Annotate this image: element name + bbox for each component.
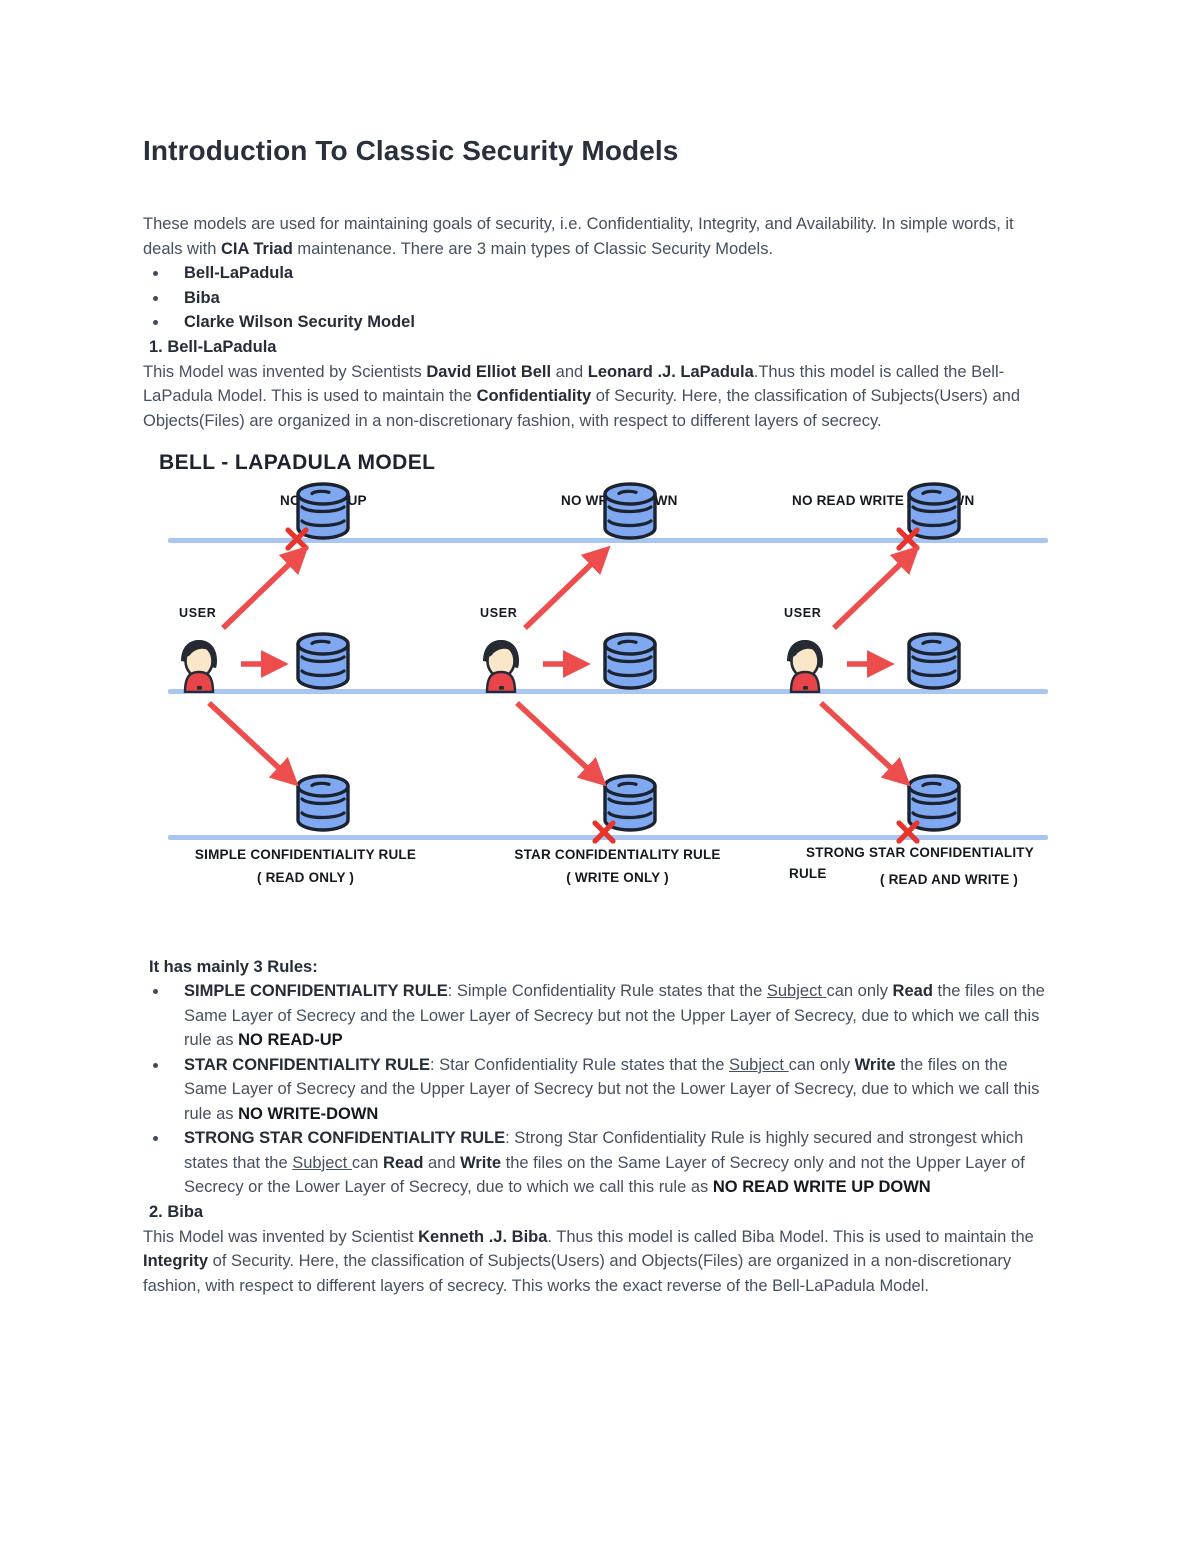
user-icon-col1 bbox=[171, 631, 227, 693]
rule-0-u1: Subject bbox=[766, 982, 827, 1000]
rule-0-t3: the files on the Same Layer of Secrecy a… bbox=[184, 982, 1045, 1049]
database-icon-lower-col3 bbox=[905, 773, 963, 833]
model-name-1: Biba bbox=[184, 288, 220, 307]
bell-lapadula-paragraph: This Model was invented by Scientists Da… bbox=[143, 360, 1048, 434]
database-icon-lower-col2 bbox=[601, 773, 659, 833]
diagram-bottom-label-2-line2: ( READ AND WRITE ) bbox=[879, 872, 1019, 887]
list-item: Bell-LaPadula bbox=[143, 261, 1048, 286]
document-content: Introduction To Classic Security Models … bbox=[143, 134, 1048, 1298]
bl-bold-confidentiality: Confidentiality bbox=[476, 387, 592, 405]
bl-text-2: and bbox=[551, 362, 588, 381]
user-label-col3: USER bbox=[784, 606, 822, 620]
diagram-bottom-label-0-line2: ( READ ONLY ) bbox=[256, 870, 355, 885]
arrow-down-col1 bbox=[205, 699, 315, 794]
database-icon-lower-col1 bbox=[294, 773, 352, 833]
rule-1-b1: Write bbox=[854, 1055, 896, 1074]
biba-text-2: . Thus this model is called Biba Model. … bbox=[547, 1227, 1034, 1246]
diagram-bottom-label-2-rule: RULE bbox=[789, 866, 827, 881]
rule-0-caps: NO READ-UP bbox=[238, 1031, 343, 1049]
arrow-right-col2 bbox=[541, 650, 601, 678]
arrow-up-col3 bbox=[829, 543, 939, 633]
arrow-right-col1 bbox=[239, 650, 299, 678]
rule-0-name: SIMPLE CONFIDENTIALITY RULE bbox=[184, 982, 448, 1000]
list-item: Biba bbox=[143, 286, 1048, 311]
list-item: STRONG STAR CONFIDENTIALITY RULE: Strong… bbox=[143, 1126, 1048, 1200]
intro-paragraph: These models are used for maintaining go… bbox=[143, 212, 1048, 261]
biba-text-1: This Model was invented by Scientist bbox=[143, 1227, 419, 1246]
bl-bold-bell: David Elliot Bell bbox=[426, 362, 552, 381]
bl-text-3: .Thus this model is called the Bell-LaPa… bbox=[143, 362, 1005, 406]
diagram-bottom-label-1-line1: STAR CONFIDENTIALITY RULE bbox=[514, 847, 721, 862]
rule-1-caps: NO WRITE-DOWN bbox=[238, 1104, 379, 1123]
rule-1-t2: can only bbox=[788, 1055, 855, 1074]
rules-heading: It has mainly 3 Rules: bbox=[149, 958, 318, 976]
rule-2-caps: NO READ WRITE UP DOWN bbox=[712, 1178, 931, 1196]
rule-2-b2: Write bbox=[460, 1153, 502, 1172]
diagram-bottom-label-1-line2: ( WRITE ONLY ) bbox=[566, 870, 669, 885]
list-item: STAR CONFIDENTIALITY RULE: Star Confiden… bbox=[143, 1053, 1048, 1127]
database-icon-middle-col2 bbox=[601, 631, 659, 691]
rule-2-t1: : Strong Star Confidentiality Rule is hi… bbox=[184, 1129, 1024, 1172]
user-icon-col2 bbox=[473, 631, 529, 693]
arrow-right-col3 bbox=[845, 650, 905, 678]
rule-2-name: STRONG STAR CONFIDENTIALITY RULE bbox=[184, 1129, 506, 1147]
user-label-col1: USER bbox=[179, 606, 217, 620]
section-heading-bell-lapadula: 1. Bell-LaPadula bbox=[149, 337, 277, 356]
rules-section: It has mainly 3 Rules: SIMPLE CONFIDENTI… bbox=[143, 955, 1048, 1200]
intro-text-1: These models are used for maintaining go… bbox=[143, 215, 1014, 258]
diagram-bottom-label-2-line1: STRONG STAR CONFIDENTIALITY bbox=[806, 845, 1034, 860]
rule-1-u1: Subject bbox=[728, 1055, 789, 1074]
bl-text-4: of Security. Here, the classification of… bbox=[143, 387, 1021, 430]
layer-line-upper bbox=[168, 538, 1048, 543]
user-icon-col3 bbox=[777, 631, 833, 693]
arrow-down-col2 bbox=[513, 699, 623, 794]
intro-bold-cia: CIA Triad bbox=[220, 239, 293, 258]
rule-0-t2: can only bbox=[826, 982, 893, 1000]
rule-2-t2: can bbox=[351, 1153, 384, 1172]
arrow-up-col1 bbox=[218, 543, 328, 633]
rule-2-u1: Subject bbox=[292, 1153, 352, 1172]
rule-0-t1: : Simple Confidentiality Rule states tha… bbox=[447, 982, 767, 1000]
list-item: SIMPLE CONFIDENTIALITY RULE: Simple Conf… bbox=[143, 979, 1048, 1053]
intro-text-2: maintenance. There are 3 main types of C… bbox=[292, 239, 774, 258]
rule-2-b1: Read bbox=[383, 1153, 424, 1172]
rule-2-t2b: and bbox=[423, 1153, 461, 1172]
diagram-bottom-label-0-line1: SIMPLE CONFIDENTIALITY RULE bbox=[194, 847, 417, 862]
x-mark-lower-col3 bbox=[895, 819, 921, 845]
model-name-0: Bell-LaPadula bbox=[184, 264, 294, 282]
database-icon-middle-col3 bbox=[905, 631, 963, 691]
biba-paragraph: This Model was invented by Scientist Ken… bbox=[143, 1225, 1048, 1299]
rule-1-name: STAR CONFIDENTIALITY RULE bbox=[184, 1055, 430, 1074]
rule-1-t1: : Star Confidentiality Rule states that … bbox=[429, 1055, 729, 1074]
model-name-2: Clarke Wilson Security Model bbox=[184, 313, 415, 331]
x-mark-lower-col2 bbox=[591, 819, 617, 845]
list-item: Clarke Wilson Security Model bbox=[143, 310, 1048, 335]
database-icon-upper-col1 bbox=[294, 481, 352, 541]
biba-bold-kenneth: Kenneth .J. Biba bbox=[418, 1227, 548, 1246]
biba-bold-integrity: Integrity bbox=[143, 1252, 209, 1270]
database-icon-upper-col2 bbox=[601, 481, 659, 541]
biba-text-3: of Security. Here, the classification of… bbox=[143, 1252, 1012, 1295]
rule-1-t3: the files on the Same Layer of Secrecy a… bbox=[184, 1055, 1040, 1123]
database-icon-middle-col1 bbox=[294, 631, 352, 691]
model-bullet-list: Bell-LaPadula Biba Clarke Wilson Securit… bbox=[143, 261, 1048, 335]
user-label-col2: USER bbox=[480, 606, 518, 620]
rule-2-t3: the files on the Same Layer of Secrecy o… bbox=[184, 1153, 1025, 1197]
bell-lapadula-diagram: BELL - LAPADULA MODEL NO READ UP NO WRIT… bbox=[143, 451, 1048, 941]
page-title: Introduction To Classic Security Models bbox=[143, 135, 679, 166]
diagram-title: BELL - LAPADULA MODEL bbox=[159, 451, 436, 474]
bl-text-1: This Model was invented by Scientists bbox=[143, 362, 427, 381]
bl-bold-lapadula: Leonard .J. LaPadula bbox=[587, 362, 754, 381]
database-icon-upper-col3 bbox=[905, 481, 963, 541]
layer-line-middle bbox=[168, 689, 1048, 694]
arrow-down-col3 bbox=[817, 699, 927, 794]
section-heading-biba: 2. Biba bbox=[149, 1202, 204, 1221]
arrow-up-col2 bbox=[520, 543, 630, 633]
rules-list: SIMPLE CONFIDENTIALITY RULE: Simple Conf… bbox=[143, 979, 1048, 1200]
rule-0-b1: Read bbox=[892, 982, 933, 1000]
